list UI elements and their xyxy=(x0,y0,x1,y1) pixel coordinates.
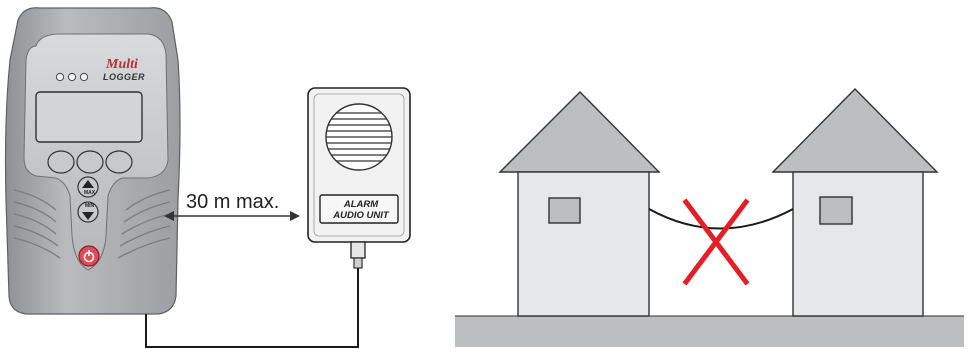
ground-strip xyxy=(455,315,964,347)
min-button-label: MIN xyxy=(85,203,95,209)
house-left-window xyxy=(548,197,581,224)
alarm-label-plate xyxy=(319,194,399,224)
distance-label: 30 m max. xyxy=(186,191,280,213)
min-down-button[interactable] xyxy=(77,201,99,223)
arrow-up-icon xyxy=(82,180,94,188)
house-right-window xyxy=(819,196,853,225)
led-indicator xyxy=(79,72,89,82)
arrow-down-icon xyxy=(82,212,94,220)
alarm-unit-label: ALARM AUDIO UNIT xyxy=(322,199,400,221)
max-up-button[interactable] xyxy=(77,176,99,198)
device-logo-logger: LOGGER xyxy=(103,72,146,82)
house-left xyxy=(498,91,661,317)
house-right-roof xyxy=(771,88,939,173)
house-right xyxy=(771,88,939,317)
house-left-roof xyxy=(498,91,661,173)
house-right-wall xyxy=(792,171,924,317)
distance-arrow xyxy=(164,211,300,221)
soft-key-left[interactable] xyxy=(47,150,75,174)
prohibited-cross-icon xyxy=(682,198,750,286)
soft-key-right[interactable] xyxy=(105,150,133,174)
power-button[interactable] xyxy=(78,245,100,267)
device-logo-multi: Multi xyxy=(106,57,138,72)
speaker-slots xyxy=(326,112,392,162)
outdoor-cable xyxy=(648,208,794,230)
soft-key-middle[interactable] xyxy=(76,150,104,174)
led-indicator xyxy=(67,72,77,82)
device-grip-ridges xyxy=(13,189,171,259)
max-button-label: MAX xyxy=(84,190,96,196)
data-logger-device xyxy=(4,7,359,348)
alarm-unit-label-line1: ALARM xyxy=(343,199,379,210)
connection-cable xyxy=(145,268,359,348)
house-left-wall xyxy=(517,171,650,317)
cable-connector xyxy=(350,241,366,259)
alarm-unit-label-line2: AUDIO UNIT xyxy=(333,210,389,221)
alarm-audio-unit xyxy=(307,87,411,269)
soft-keys[interactable] xyxy=(47,150,133,174)
lcd-display xyxy=(35,91,143,143)
indicator-leds xyxy=(55,72,89,82)
led-indicator xyxy=(55,72,65,82)
